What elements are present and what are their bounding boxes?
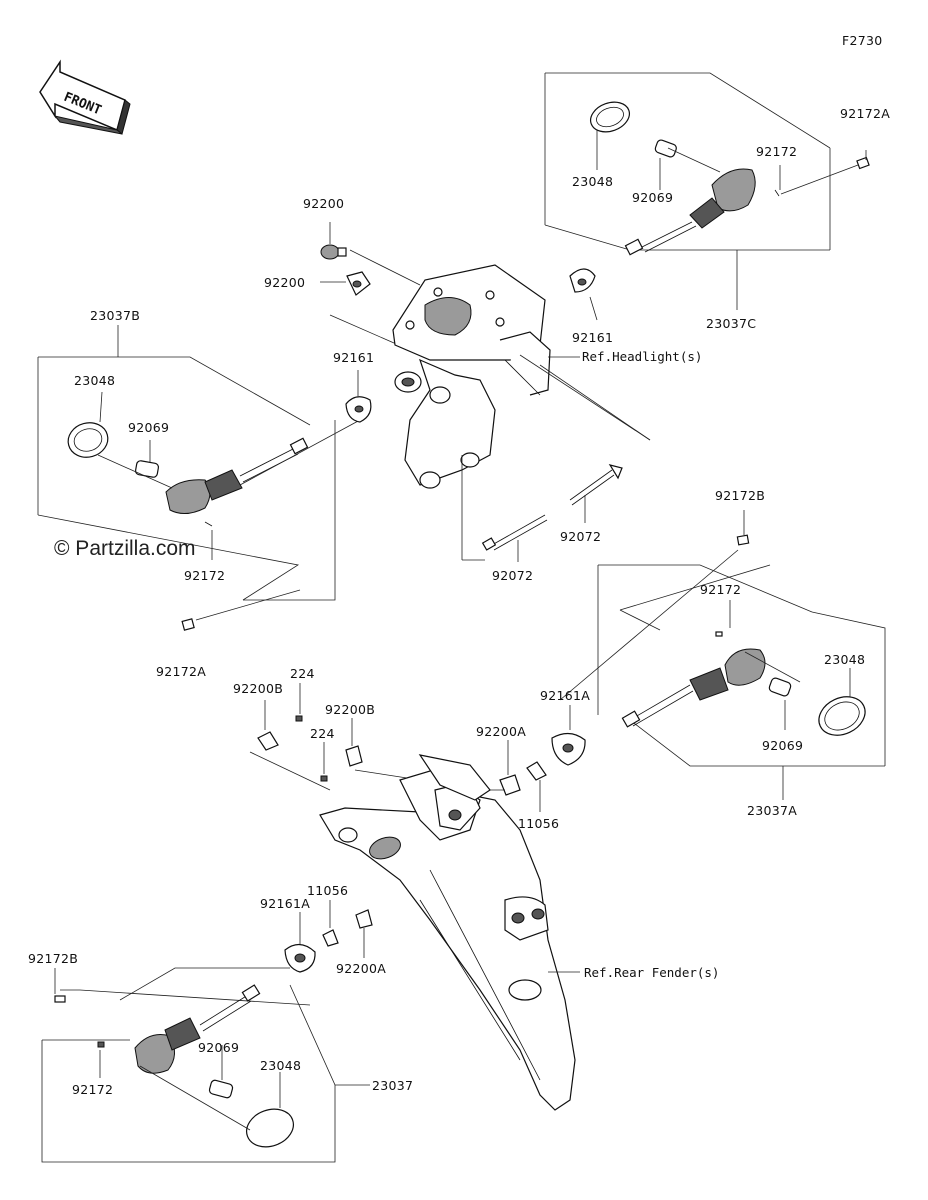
label-224-a: 224: [290, 666, 315, 681]
turn-signal-assembly-23037b: [37, 325, 361, 631]
label-92200-a: 92200: [303, 196, 344, 211]
turn-signal-assembly-23037a: [551, 510, 886, 800]
label-92161a-r: 92161A: [540, 688, 590, 703]
grommets-upper: [320, 222, 598, 423]
label-23037: 23037: [372, 1078, 413, 1093]
label-92172a-l: 92172A: [156, 664, 206, 679]
ref-rear-fender: Ref.Rear Fender(s): [584, 965, 719, 980]
label-92161-c: 92161: [333, 350, 374, 365]
label-92072-r: 92072: [560, 529, 601, 544]
rear-fender: [319, 754, 580, 1111]
label-92172-tr: 92172: [756, 144, 797, 159]
label-23037c: 23037C: [706, 316, 756, 331]
figure-code: F2730: [842, 33, 883, 48]
label-92200a-l: 92200A: [336, 961, 386, 976]
label-224-b: 224: [310, 726, 335, 741]
fasteners-rear: [249, 683, 547, 958]
label-92069-tr: 92069: [632, 190, 673, 205]
label-23048-tl: 23048: [74, 373, 115, 388]
label-23048-mr: 23048: [824, 652, 865, 667]
label-92172a-top: 92172A: [840, 106, 890, 121]
label-92200-b: 92200: [264, 275, 305, 290]
label-92161-r: 92161: [572, 330, 613, 345]
label-11056-l: 11056: [307, 883, 348, 898]
label-92172b-r: 92172B: [715, 488, 765, 503]
watermark: © Partzilla.com: [54, 537, 196, 560]
license-bracket: [329, 249, 651, 562]
label-92069-tl: 92069: [128, 420, 169, 435]
label-23037b: 23037B: [90, 308, 140, 323]
label-92069-bl: 92069: [198, 1040, 239, 1055]
label-11056-r: 11056: [518, 816, 559, 831]
label-92172b-l: 92172B: [28, 951, 78, 966]
label-92172-mr: 92172: [700, 582, 741, 597]
label-92200b-b: 92200B: [325, 702, 375, 717]
turn-signal-assembly-23037c: [544, 72, 870, 310]
label-23048-bl: 23048: [260, 1058, 301, 1073]
ref-headlight: Ref.Headlight(s): [582, 349, 702, 364]
label-92161a-l: 92161A: [260, 896, 310, 911]
label-23037a: 23037A: [747, 803, 797, 818]
label-92200b-a: 92200B: [233, 681, 283, 696]
label-92172-tl: 92172: [184, 568, 225, 583]
label-92172-bl: 92172: [72, 1082, 113, 1097]
label-92069-mr: 92069: [762, 738, 803, 753]
label-92200a-r: 92200A: [476, 724, 526, 739]
part-labels: 92172A 23048 92172 92069 23037C 92200 92…: [28, 106, 890, 1097]
turn-signal-assembly-23037: [41, 912, 370, 1163]
front-arrow-icon: FRONT: [39, 59, 131, 135]
label-92072-c: 92072: [492, 568, 533, 583]
label-23048-tr: 23048: [572, 174, 613, 189]
